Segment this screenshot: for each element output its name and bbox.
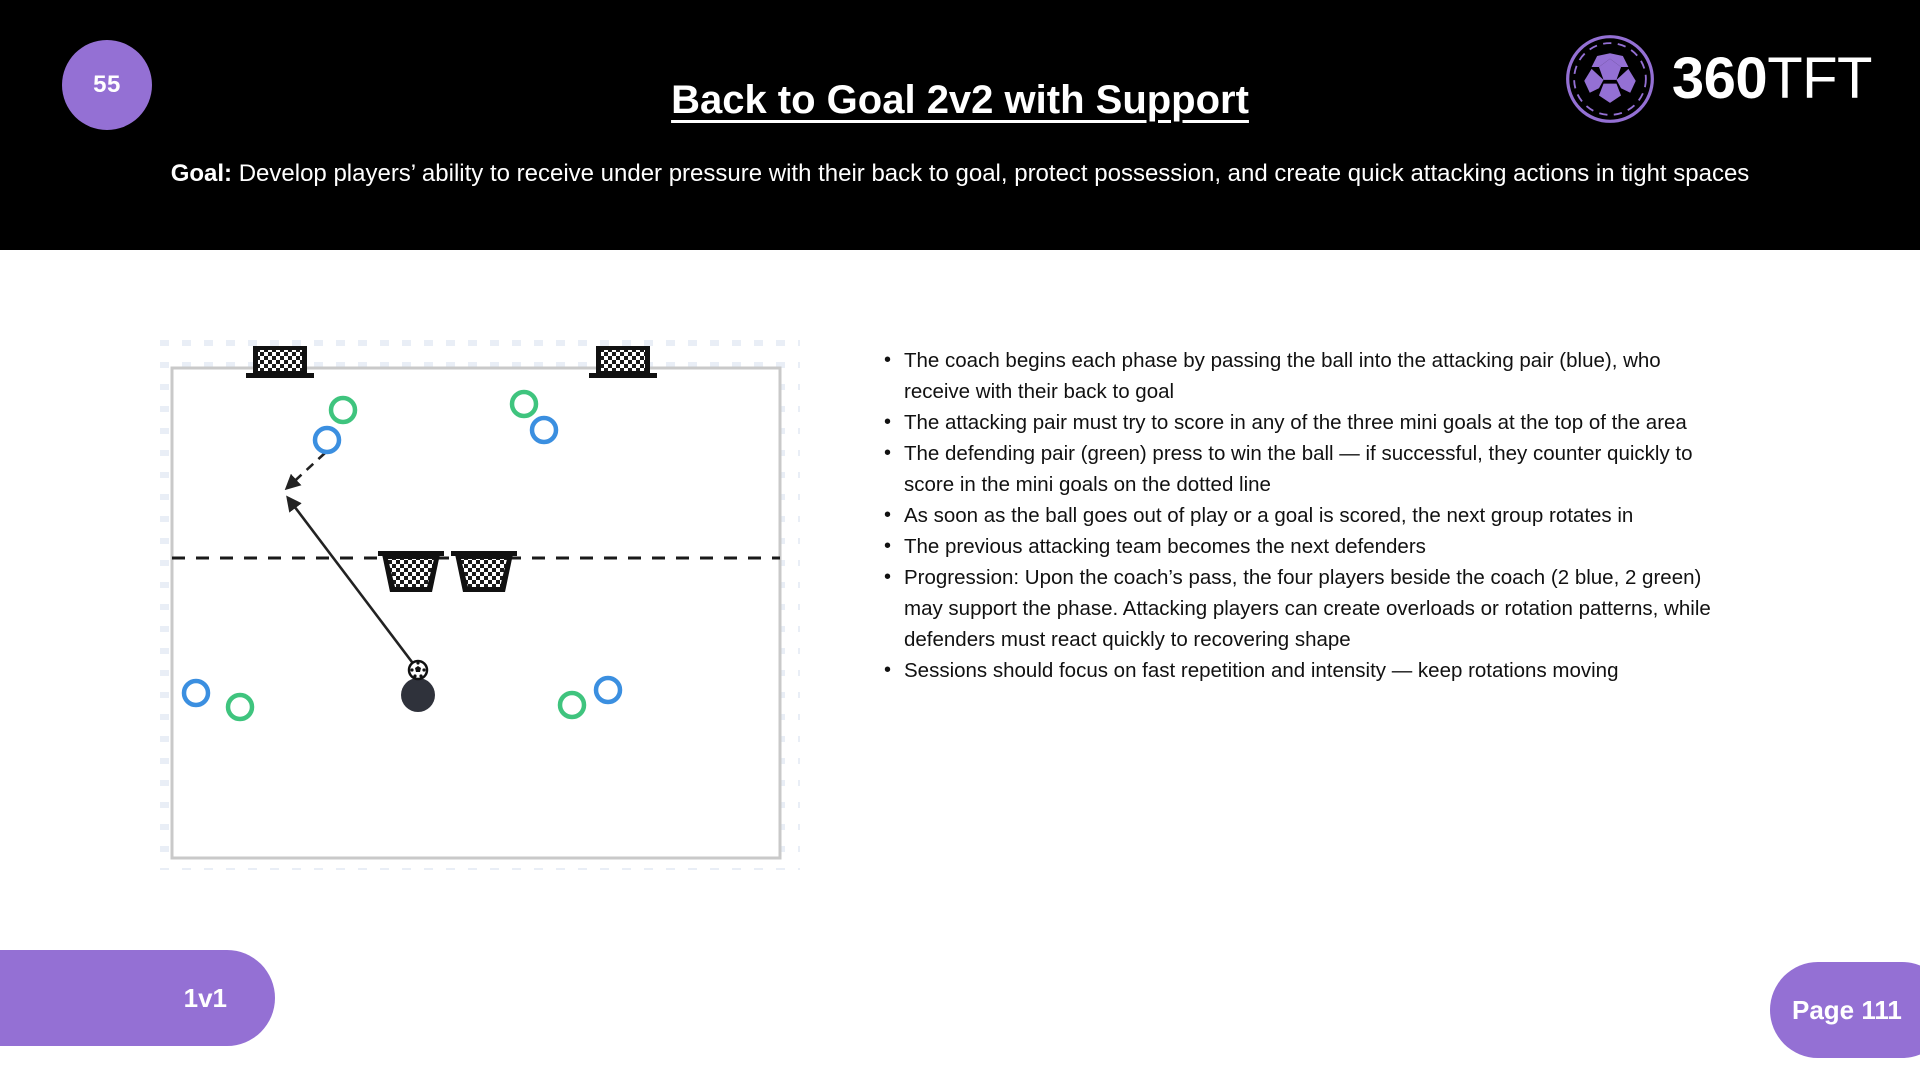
mini-goal-mid-left <box>378 551 444 592</box>
attacker-blue-4 <box>593 675 623 705</box>
list-item: The defending pair (green) press to win … <box>876 438 1726 500</box>
brand-wordmark: 360TFT <box>1672 50 1873 108</box>
pitch-diagram-svg <box>160 340 800 870</box>
list-item: Sessions should focus on fast repetition… <box>876 655 1726 686</box>
coach-marker <box>401 678 435 712</box>
defender-green-3 <box>225 692 255 722</box>
ball-icon <box>407 659 429 681</box>
category-label: 1v1 <box>183 982 227 1013</box>
defender-green-2 <box>509 389 539 419</box>
list-item: The coach begins each phase by passing t… <box>876 345 1726 407</box>
pitch-boundary <box>170 366 782 860</box>
mini-goal-mid-right <box>451 551 517 592</box>
header-bar: 55 Back to Goal 2v2 with Support Goal: D… <box>0 0 1920 250</box>
brand-360: 360 <box>1671 46 1768 111</box>
list-item: As soon as the ball goes out of play or … <box>876 500 1726 531</box>
instructions-list: The coach begins each phase by passing t… <box>876 345 1726 686</box>
page-number-label: Page 111 <box>1792 994 1902 1025</box>
pitch-diagram <box>160 340 800 870</box>
defender-green-4 <box>557 690 587 720</box>
pass-arrow-dashed <box>284 452 326 491</box>
mini-goal-top-right <box>589 346 657 378</box>
category-pill[interactable]: 1v1 <box>0 950 275 1046</box>
run-arrow-solid <box>286 495 420 671</box>
attacker-blue-3 <box>181 678 211 708</box>
brand-tft: TFT <box>1767 46 1872 111</box>
defender-green-1 <box>328 395 358 425</box>
slide-number-text: 55 <box>93 71 121 98</box>
goal-text: Develop players’ ability to receive unde… <box>232 160 1750 187</box>
goal-statement: Goal: Develop players’ ability to receiv… <box>110 155 1810 192</box>
attacker-blue-1 <box>312 425 342 455</box>
instructions-panel: The coach begins each phase by passing t… <box>876 345 1726 686</box>
page-number-pill[interactable]: Page 111 <box>1770 962 1920 1058</box>
attacker-blue-2 <box>529 415 559 445</box>
page-title: Back to Goal 2v2 with Support <box>671 78 1249 122</box>
soccer-ball-icon <box>1565 35 1654 123</box>
list-item: The previous attacking team becomes the … <box>876 531 1726 562</box>
list-item: The attacking pair must try to score in … <box>876 407 1726 438</box>
list-item: Progression: Upon the coach’s pass, the … <box>876 562 1726 655</box>
brand-logo: 360TFT <box>1564 33 1872 125</box>
goal-label: Goal: <box>170 160 233 187</box>
slide-number-badge: 55 <box>62 40 152 130</box>
mini-goal-top-left <box>246 346 314 378</box>
